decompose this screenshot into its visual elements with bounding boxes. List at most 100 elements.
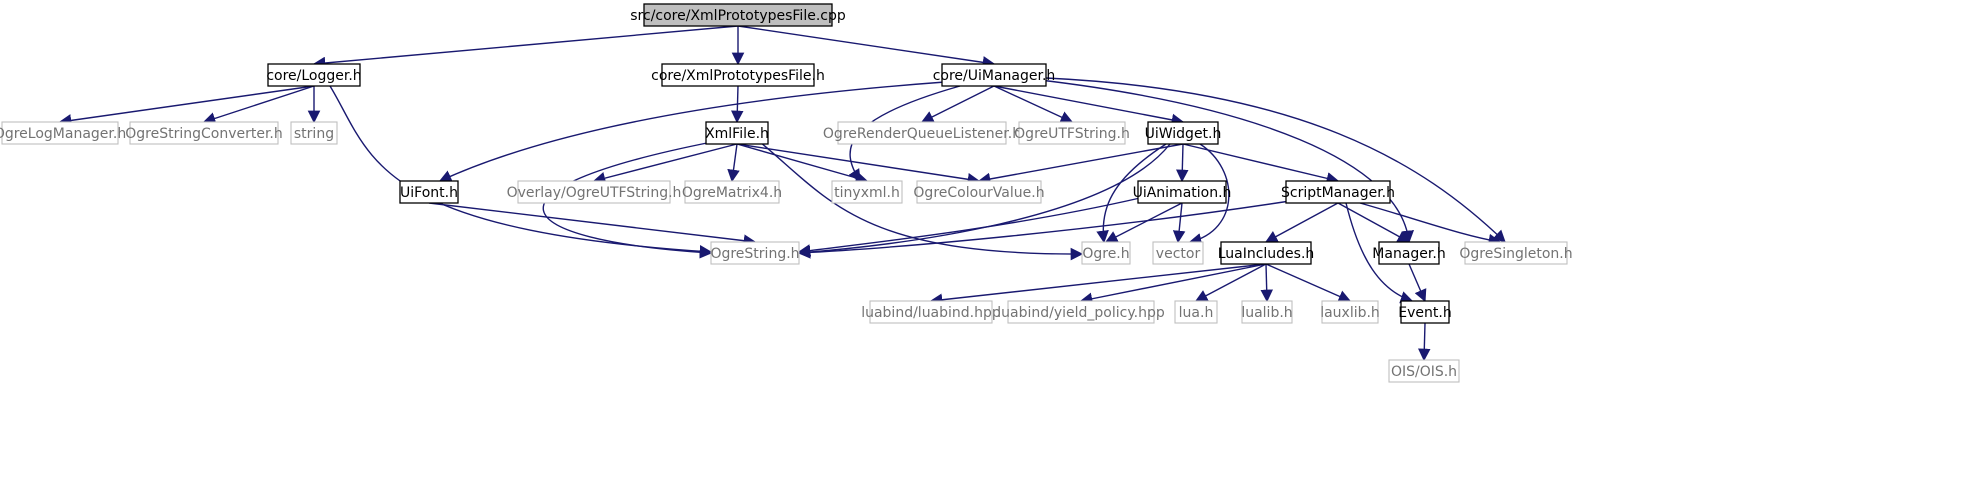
node-label: vector: [1156, 246, 1201, 262]
node-yieldpolicy: luabind/yield_policy.hpp: [997, 300, 1165, 324]
node-label: lualib.h: [1241, 305, 1292, 321]
node-xmlfile[interactable]: XmlFile.h: [705, 121, 769, 145]
node-tinyxml: tinyxml.h: [831, 180, 903, 204]
node-label: string: [294, 126, 334, 142]
node-vector: vector: [1152, 241, 1204, 265]
node-label: core/UiManager.h: [933, 68, 1056, 84]
edge-uiwidget-to-ogre: [1096, 143, 1167, 244]
node-box: [1285, 180, 1391, 204]
edge-xmlfile-to-ogrecolour: [736, 143, 981, 186]
edge-uiwidget-to-ogrecolour: [977, 143, 1184, 186]
node-box: [661, 63, 815, 87]
node-uianimation[interactable]: UiAnimation.h: [1133, 180, 1232, 204]
node-box: [1321, 300, 1379, 324]
edge-logger-to-ogrelogmanager: [58, 85, 315, 127]
node-luabind: luabind/luabind.hpp: [861, 300, 1001, 324]
node-box: [941, 63, 1047, 87]
node-box: [916, 180, 1042, 204]
edge-xmlfile-to-overlayutf: [592, 143, 738, 185]
edge-uiwidget-to-uianimation: [1176, 143, 1189, 183]
node-box: [1400, 300, 1450, 324]
edge-uimanager-to-ogrerenderqueue: [920, 85, 995, 123]
node-lua: lua.h: [1174, 300, 1218, 324]
node-label: UiAnimation.h: [1133, 185, 1232, 201]
node-ogre: Ogre.h: [1081, 241, 1131, 265]
node-uifont[interactable]: UiFont.h: [399, 180, 459, 204]
node-label: XmlFile.h: [705, 126, 769, 142]
edge-uimanager-to-manager: [1039, 79, 1415, 244]
node-box: [1464, 241, 1568, 265]
node-lualib: lualib.h: [1241, 300, 1293, 324]
node-ogrestring: OgreString.h: [710, 241, 800, 265]
edge-scriptmanager-to-ogrestring: [797, 200, 1291, 259]
node-label: OgreString.h: [710, 246, 799, 262]
node-manager[interactable]: Manager.h: [1372, 241, 1446, 265]
node-label: Event.h: [1398, 305, 1451, 321]
node-label: luabind/luabind.hpp: [861, 305, 1001, 321]
edge-luaincludes-to-yieldpolicy: [1079, 263, 1267, 305]
edge-scriptmanager-to-manager: [1337, 202, 1411, 243]
edge-luaincludes-to-luabind: [929, 263, 1267, 307]
node-ois: OIS/OIS.h: [1388, 359, 1460, 383]
node-box: [267, 63, 361, 87]
node-box: [684, 180, 780, 204]
node-label: core/Logger.h: [266, 68, 361, 84]
node-box: [1388, 359, 1460, 383]
edge-luaincludes-to-lauxlib: [1265, 263, 1352, 303]
node-lauxlib: lauxlib.h: [1320, 300, 1380, 324]
edge-xmlfile-to-ogre: [759, 141, 1084, 261]
edge-scriptmanager-to-event: [1345, 202, 1414, 304]
node-luaincludes[interactable]: LuaIncludes.h: [1218, 241, 1315, 265]
edge-logger-to-ogrestring: [329, 85, 713, 258]
node-label: UiFont.h: [400, 185, 458, 201]
edge-uiwidget-to-scriptmanager: [1182, 143, 1340, 185]
node-uimanager[interactable]: core/UiManager.h: [933, 63, 1056, 87]
node-label: OgreStringConverter.h: [125, 126, 283, 142]
node-xmlproto[interactable]: core/XmlPrototypesFile.h: [651, 63, 825, 87]
node-box: [290, 121, 338, 145]
node-ogrerenderqueue: OgreRenderQueueListener.h: [823, 121, 1021, 145]
edge-uianimation-to-ogrestring: [797, 197, 1141, 257]
edge-xmlfile-to-tinyxml: [736, 143, 869, 184]
node-box: [1152, 241, 1204, 265]
node-label: OgreLogManager.h: [0, 126, 126, 142]
node-label: lauxlib.h: [1320, 305, 1380, 321]
node-event[interactable]: Event.h: [1398, 300, 1452, 324]
node-ogrematrix4: OgreMatrix4.h: [682, 180, 782, 204]
edge-uimanager-to-ogresingleton: [1045, 77, 1506, 243]
edge-uianimation-to-ogre: [1104, 202, 1183, 243]
node-root[interactable]: src/core/XmlPrototypesFile.cpp: [630, 3, 846, 27]
node-logger[interactable]: core/Logger.h: [266, 63, 362, 87]
node-label: Ogre.h: [1082, 246, 1129, 262]
node-ogreutfstring: OgreUTFString.h: [1014, 121, 1130, 145]
edge-luaincludes-to-lualib: [1260, 263, 1273, 303]
node-box: [1220, 241, 1312, 265]
node-label: OgreRenderQueueListener.h: [823, 126, 1021, 142]
edge-xmlfile-to-ogrematrix4: [727, 143, 740, 183]
edge-xmlfile-to-ogrestring: [542, 141, 713, 259]
node-label: core/XmlPrototypesFile.h: [651, 68, 825, 84]
node-box: [1081, 241, 1131, 265]
node-label: OgreSingleton.h: [1459, 246, 1572, 262]
node-label: tinyxml.h: [834, 185, 900, 201]
edge-luaincludes-to-lua: [1194, 263, 1267, 302]
node-label: OgreColourValue.h: [913, 185, 1044, 201]
node-box: [705, 121, 769, 145]
edge-uianimation-to-vector: [1172, 202, 1186, 244]
node-label: OgreMatrix4.h: [682, 185, 782, 201]
edge-event-to-ois: [1418, 322, 1431, 362]
node-box: [1007, 300, 1155, 324]
node-label: Overlay/OgreUTFString.h: [507, 185, 682, 201]
node-label: lua.h: [1179, 305, 1214, 321]
node-scriptmanager[interactable]: ScriptManager.h: [1281, 180, 1395, 204]
node-box: [710, 241, 800, 265]
node-box: [1378, 241, 1440, 265]
node-label: OIS/OIS.h: [1391, 364, 1457, 380]
node-box: [831, 180, 903, 204]
node-box: [517, 180, 671, 204]
edge-uiwidget-to-ogrestring: [797, 143, 1171, 259]
edge-uifont-to-ogrestring: [428, 202, 757, 247]
edge-uimanager-to-uifont: [438, 81, 946, 182]
node-uiwidget[interactable]: UiWidget.h: [1145, 121, 1222, 145]
